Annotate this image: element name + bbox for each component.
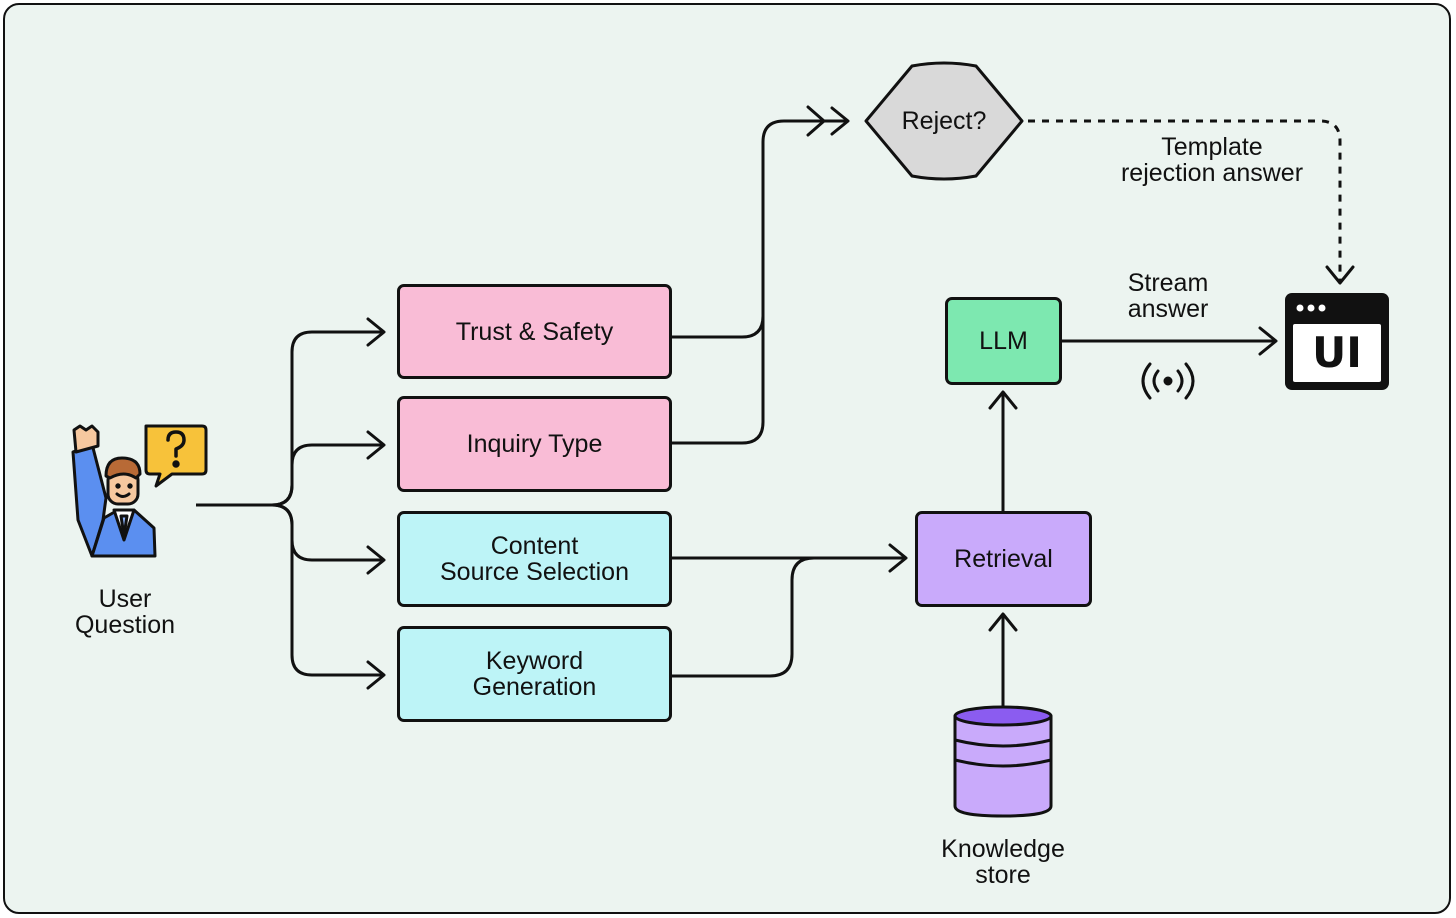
edge-user-to-keyword-generation (271, 503, 386, 690)
content-source-selection-box: Content Source Selection (397, 511, 672, 607)
edge-keyword-generation-to-retrieval (672, 556, 860, 678)
person-with-question-bubble-icon (71, 424, 208, 558)
edge-user-to-inquiry-type (271, 430, 386, 507)
inquiry-type-label: Inquiry Type (466, 430, 603, 458)
diagram-panel (3, 3, 1451, 914)
reject-label: Reject? (901, 107, 987, 135)
llm-label: LLM (979, 327, 1028, 355)
llm-box: LLM (945, 297, 1062, 385)
edge-trust-safety-to-reject (672, 106, 850, 339)
edge-reject-to-ui-dashed (1028, 119, 1355, 285)
template-rejection-label: Template rejection answer (1120, 133, 1304, 187)
trust-safety-box: Trust & Safety (397, 284, 672, 379)
content-source-selection-label: Content Source Selection (439, 532, 629, 586)
reject-decision (864, 61, 1024, 181)
knowledge-store-label: Knowledge store (941, 835, 1065, 889)
retrieval-box: Retrieval (915, 511, 1092, 607)
reject-double-arrowhead (806, 105, 826, 137)
retrieval-label: Retrieval (954, 545, 1053, 573)
ui-label: UI (1312, 328, 1362, 377)
edge-inquiry-type-to-reject (672, 316, 765, 445)
browser-window-icon (1285, 293, 1389, 390)
stream-answer-label: Stream answer (1127, 269, 1209, 323)
database-icon (953, 705, 1053, 818)
inquiry-type-box: Inquiry Type (397, 396, 672, 492)
broadcast-signal-icon (1141, 362, 1195, 400)
user-question-label: User Question (74, 585, 176, 639)
keyword-generation-label: Keyword Generation (472, 647, 597, 701)
keyword-generation-box: Keyword Generation (397, 626, 672, 722)
trust-safety-label: Trust & Safety (455, 317, 614, 346)
edge-user-to-trust-safety (271, 317, 386, 507)
